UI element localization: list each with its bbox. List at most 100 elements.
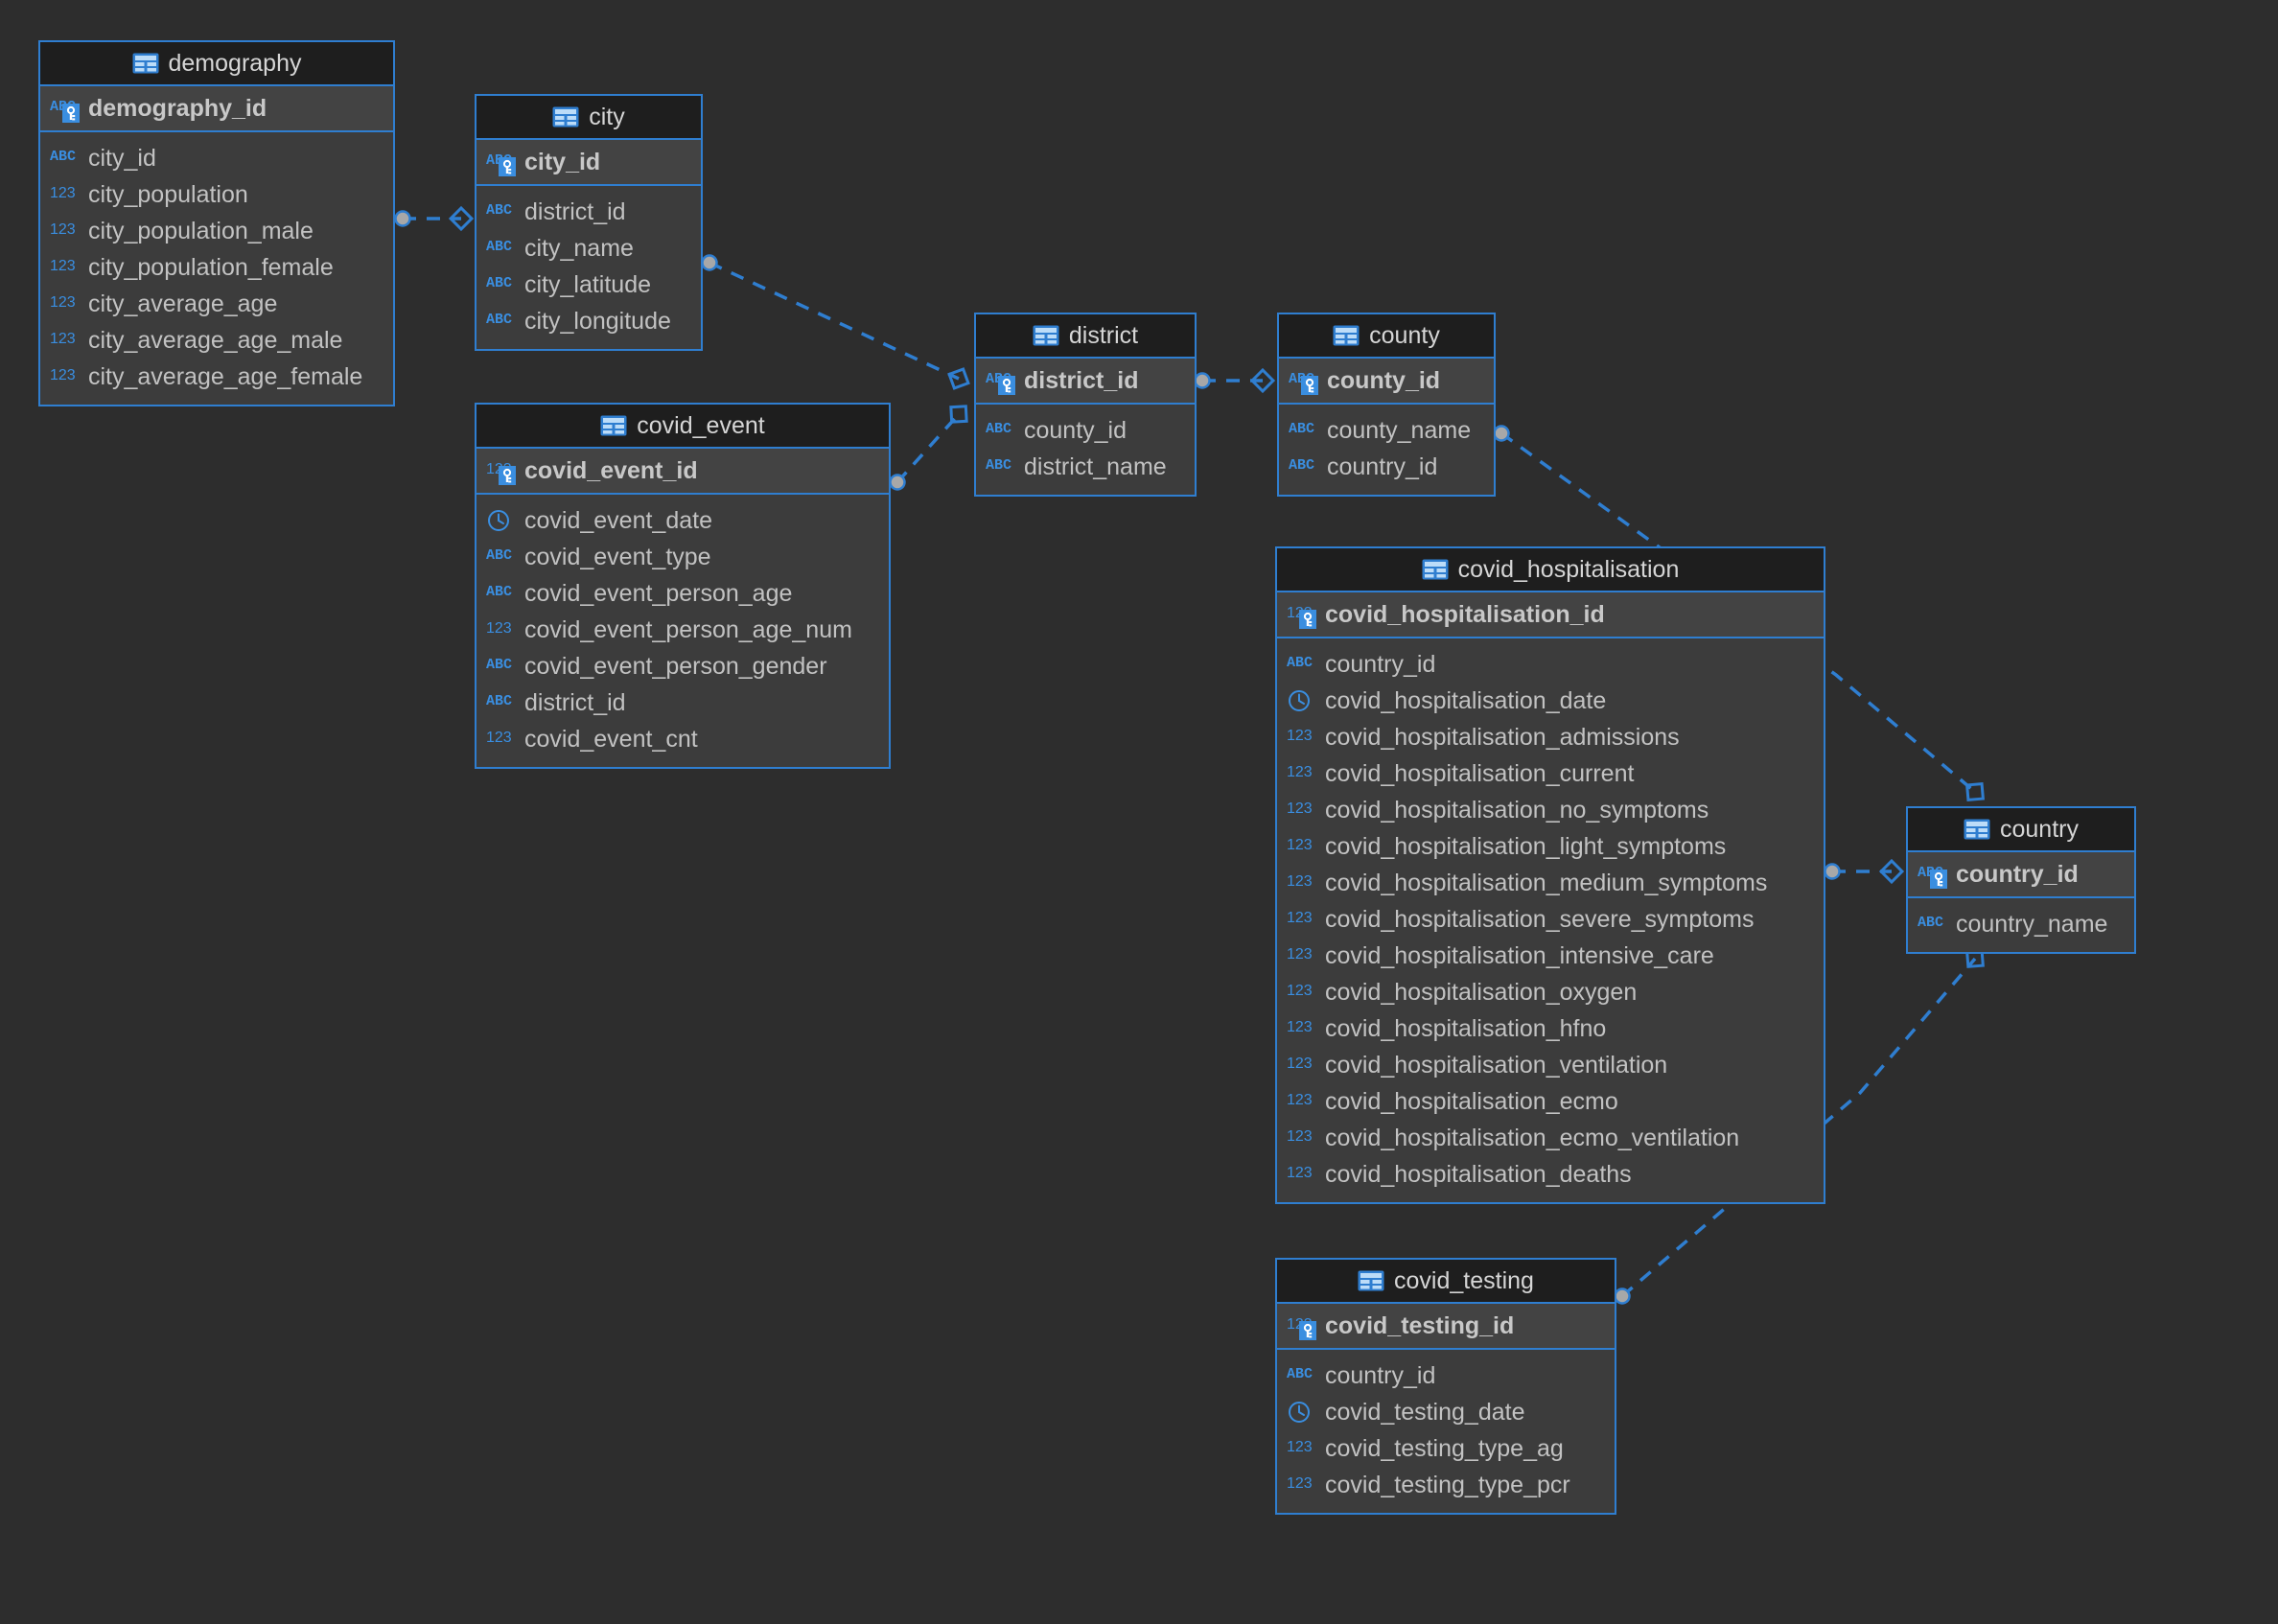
relationship-demography-city[interactable] [394,205,475,232]
primary-key-name: country_id [1956,860,2079,888]
svg-text:123: 123 [1287,1128,1313,1145]
number-icon: 123 [50,182,79,207]
number-icon: 123 [1287,870,1315,895]
table-node-covid_testing[interactable]: covid_testing 123 covid_testing_id ABCco… [1275,1258,1616,1515]
column-row[interactable]: covid_testing_date [1277,1394,1615,1430]
primary-key-row[interactable]: 123 covid_event_id [477,449,889,495]
column-name: covid_hospitalisation_ecmo_ventilation [1325,1124,1740,1151]
column-row[interactable]: covid_hospitalisation_date [1277,683,1824,719]
number-icon: 123 [50,291,79,316]
abc-icon: ABC [486,581,515,606]
abc-icon: ABC [486,309,515,334]
column-name: city_average_age_female [88,362,363,390]
relationship-covid_event-district[interactable] [889,405,968,491]
svg-text:123: 123 [1287,946,1313,963]
table-node-covid_hospitalisation[interactable]: covid_hospitalisation 123 covid_hospital… [1275,546,1825,1204]
primary-key-row[interactable]: ABC district_id [976,359,1195,405]
column-name: covid_event_cnt [524,725,698,753]
svg-text:123: 123 [1287,1092,1313,1108]
table-header-district[interactable]: district [976,314,1195,359]
clock-icon [1287,1400,1315,1425]
relationship-target-diamond [1249,367,1276,394]
relationship-city-district[interactable] [701,254,970,390]
primary-key-row[interactable]: 123 covid_hospitalisation_id [1277,592,1824,638]
relationship-district-county[interactable] [1194,367,1276,394]
abc-key-icon: ABC [1918,862,1947,889]
column-name: covid_testing_type_pcr [1325,1471,1570,1498]
table-header-covid_testing[interactable]: covid_testing [1277,1260,1615,1304]
table-icon [600,415,627,436]
table-header-covid_hospitalisation[interactable]: covid_hospitalisation [1277,548,1824,592]
table-header-county[interactable]: county [1279,314,1494,359]
table-header-country[interactable]: country [1908,808,2134,852]
svg-text:ABC: ABC [1287,655,1313,671]
column-row[interactable]: 123 city_average_age [40,286,393,322]
relationship-covid_hospitalisation-country[interactable] [1824,858,1905,885]
primary-key-row[interactable]: ABC county_id [1279,359,1494,405]
primary-key-row[interactable]: ABC city_id [477,140,701,186]
primary-key-row[interactable]: ABC country_id [1908,852,2134,898]
column-name: covid_event_date [524,506,712,534]
svg-text:123: 123 [1287,1165,1313,1181]
primary-key-row[interactable]: 123 covid_testing_id [1277,1304,1615,1350]
table-header-covid_event[interactable]: covid_event [477,405,889,449]
abc-icon: ABC [986,418,1014,443]
table-node-demography[interactable]: demography ABC demography_id ABCcity_id … [38,40,395,406]
column-name: covid_hospitalisation_intensive_care [1325,941,1714,969]
column-row[interactable]: covid_event_date [477,502,889,539]
svg-text:123: 123 [1287,1056,1313,1072]
column-row[interactable]: 123 covid_hospitalisation_ecmo_ventilatio… [1277,1120,1824,1156]
column-row[interactable]: 123 covid_hospitalisation_intensive_care [1277,938,1824,974]
table-node-covid_event[interactable]: covid_event 123 covid_event_id covid_eve… [475,403,891,769]
column-name: city_average_age [88,290,278,317]
svg-text:123: 123 [50,185,76,201]
primary-key-row[interactable]: ABC demography_id [40,86,393,132]
table-header-city[interactable]: city [477,96,701,140]
primary-key-name: city_id [524,148,601,175]
table-header-demography[interactable]: demography [40,42,393,86]
